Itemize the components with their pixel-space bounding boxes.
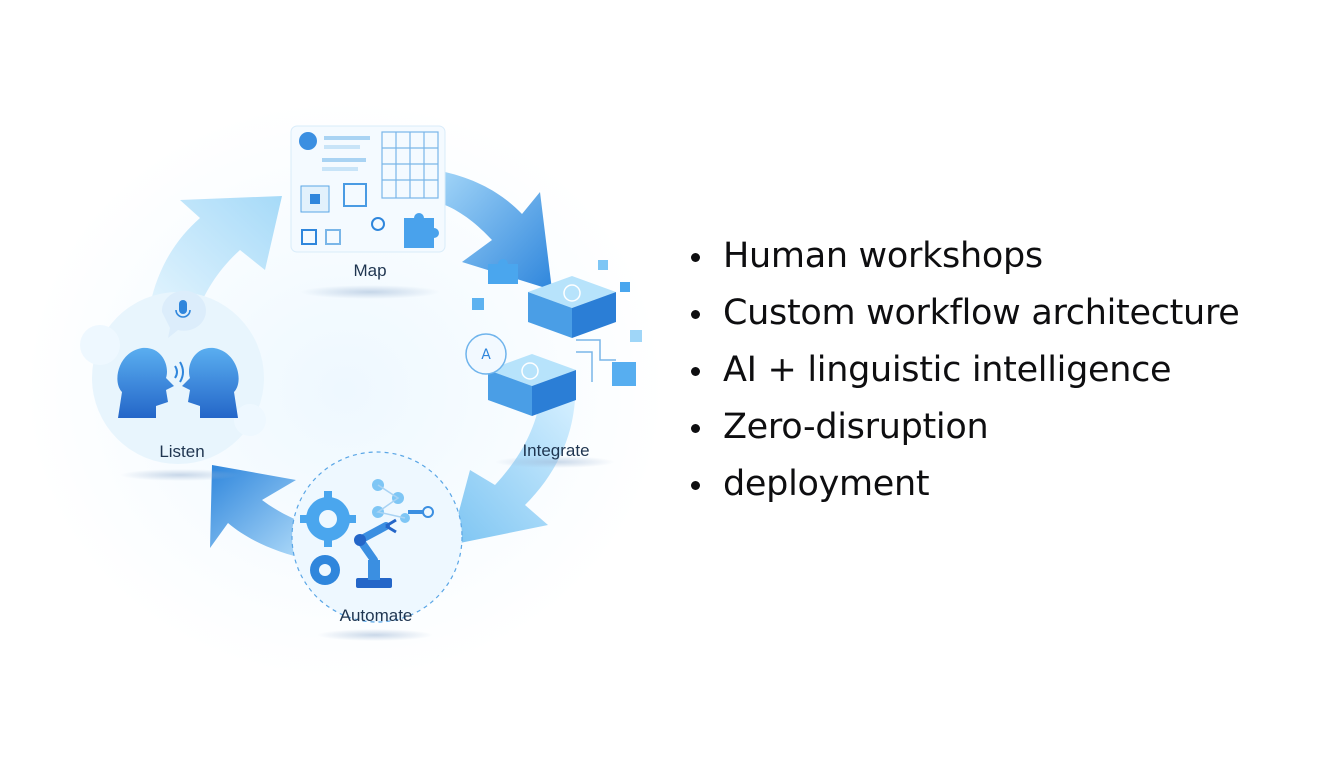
stage-label-listen: Listen (159, 442, 205, 461)
bullet-dot-icon (691, 424, 700, 433)
cycle-arrows (150, 172, 575, 560)
arrow-integrate-to-automate (450, 400, 575, 545)
bullet-item: Human workshops (688, 228, 1240, 285)
bullet-text: AI + linguistic intelligence (723, 350, 1172, 390)
bullet-text: Zero-disruption (723, 407, 989, 447)
arrow-listen-to-map (150, 196, 282, 318)
bullet-dot-icon (691, 253, 700, 262)
bullet-dot-icon (691, 310, 700, 319)
integrate-stage-illustration: A (465, 259, 642, 468)
bullet-dot-icon (691, 367, 700, 376)
bullet-text: Human workshops (723, 236, 1043, 276)
process-cycle-diagram: A (25, 100, 665, 680)
bullet-item: deployment (688, 456, 1240, 513)
arrow-map-to-integrate (445, 172, 552, 290)
svg-text:A: A (481, 347, 491, 363)
stage-label-integrate: Integrate (522, 441, 590, 460)
automate-stage-illustration (291, 451, 463, 641)
map-stage-illustration (290, 125, 446, 299)
stage-label-automate: Automate (339, 606, 413, 625)
bullet-item: Custom workflow architecture (688, 285, 1240, 342)
gear-icon (300, 491, 356, 547)
bullet-text: deployment (723, 464, 930, 504)
listen-stage-illustration (80, 290, 266, 481)
bullet-text: Custom workflow architecture (723, 293, 1240, 333)
arrow-automate-to-listen (210, 465, 316, 560)
bullet-dot-icon (691, 481, 700, 490)
bullet-item: AI + linguistic intelligence (688, 342, 1240, 399)
small-gear-icon (310, 555, 340, 585)
stage-label-map: Map (353, 261, 387, 280)
robotic-arm-icon (354, 518, 397, 588)
bullet-item: Zero-disruption (688, 399, 1240, 456)
feature-bullet-list: Human workshops Custom workflow architec… (688, 228, 1240, 513)
cycle-graphic: A (25, 100, 665, 680)
